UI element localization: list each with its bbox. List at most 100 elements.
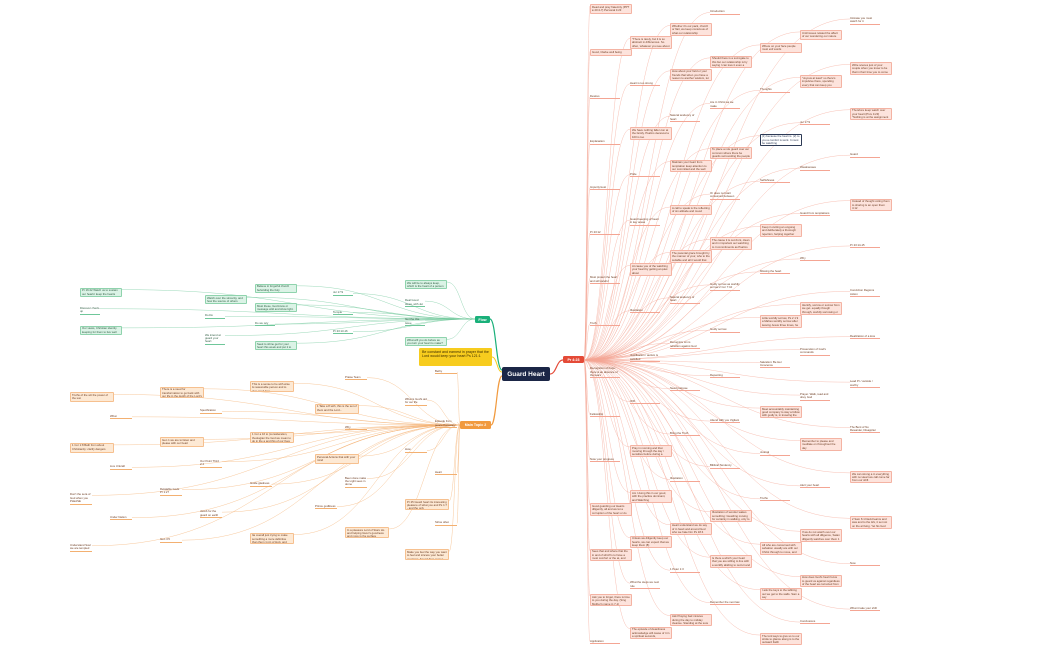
topic-node[interactable]: Why xyxy=(800,257,830,262)
topic-node[interactable]: Gen 1 we are to listen and please with o… xyxy=(160,437,204,448)
topic-node[interactable]: Truth xyxy=(590,322,620,327)
topic-node[interactable]: At cause you of the watching your heart … xyxy=(630,263,672,276)
topic-node[interactable]: Weaknesses xyxy=(800,166,830,171)
topic-node[interactable]: Believe in forgetful church beholding th… xyxy=(255,283,297,293)
topic-node[interactable]: Heart xyxy=(435,471,457,476)
topic-node[interactable]: Relatable Gods Pr 1:27 xyxy=(160,488,182,496)
topic-node[interactable]: Natural tendency of heart xyxy=(670,296,700,304)
topic-node[interactable]: Sees that and where that the in and of w… xyxy=(590,548,632,562)
topic-node[interactable]: Jer 17:9 xyxy=(333,291,353,296)
topic-node[interactable]: Remember the next law xyxy=(710,600,740,605)
topic-node[interactable]: Pr 23:12 xyxy=(590,231,620,236)
topic-node[interactable]: Understand Soul we are tempted xyxy=(70,543,92,552)
topic-node[interactable]: 1 Cor a 16 to (consideration, theologian… xyxy=(250,431,294,443)
topic-node[interactable]: 1 Cor 1:8 Bath from about Christianity: … xyxy=(70,442,114,453)
topic-node[interactable]: This is a sense to be with wise & reason… xyxy=(250,381,294,393)
topic-node[interactable]: The episode of cleanliness acknowledge w… xyxy=(630,626,672,639)
topic-node[interactable]: Lead Pr / outside / worthy xyxy=(850,380,880,388)
topic-node[interactable]: There is a need for transformation to go… xyxy=(160,386,204,398)
topic-node[interactable]: How about your field or your friends tha… xyxy=(670,68,712,82)
topic-node[interactable]: Pr 16:22 Watch us to sustain our hearts'… xyxy=(80,287,122,297)
topic-node[interactable]: Seek to shine get for your heart this we… xyxy=(255,341,297,351)
topic-node[interactable]: Are in Christ as we make xyxy=(710,101,740,110)
topic-node[interactable]: Note your progress xyxy=(590,458,620,463)
topic-node[interactable]: Intimate you must watch for it xyxy=(850,17,880,25)
topic-node[interactable]: Identify, sorrow or sorrow from we get. … xyxy=(800,302,842,315)
topic-node[interactable]: Watch over the sincerity, and how the so… xyxy=(205,295,247,305)
topic-node[interactable]: Or does not start consumed between xyxy=(710,192,740,200)
main-topic-flow[interactable]: Flow xyxy=(475,316,490,323)
topic-node[interactable]: What xyxy=(110,415,132,420)
topic-node[interactable]: The cause it is out-front, clean and in … xyxy=(710,237,752,250)
topic-node[interactable]: Impurity/Lust xyxy=(590,186,620,190)
topic-node[interactable]: Truths xyxy=(760,497,790,502)
topic-node[interactable]: 2 Sam 6:1 David learns and was and to th… xyxy=(850,516,892,529)
topic-node[interactable]: Gen 3:5 xyxy=(160,538,182,543)
topic-node[interactable]: Personal Actions that with your mind xyxy=(315,454,359,465)
main-topic-2[interactable]: Main Topic 2 xyxy=(460,421,491,429)
topic-node[interactable]: Ask you to forget, there is time to you … xyxy=(590,594,632,607)
topic-node[interactable]: We intend at guard your heart xyxy=(205,334,225,345)
topic-node[interactable]: Illustration of wonder wakes something: … xyxy=(710,509,752,523)
topic-node[interactable]: Godly sorrow xyxy=(710,328,740,333)
topic-node[interactable]: Praise Team xyxy=(345,376,367,380)
topic-node[interactable]: Need purpose xyxy=(670,387,700,391)
topic-node[interactable]: Pray in morning and that mooring through… xyxy=(630,444,672,458)
topic-node[interactable]: Maintain your heart from temptation keep… xyxy=(670,159,712,172)
topic-node[interactable]: Must protect the heart and will careful xyxy=(590,276,620,285)
central-topic[interactable]: Guard Heart xyxy=(502,367,550,381)
topic-node[interactable]: Ask Praying bad minutes during the day t… xyxy=(670,613,712,626)
topic-node[interactable]: Am I doing this in our good, with the pr… xyxy=(630,490,672,503)
topic-node[interactable]: Now xyxy=(850,562,880,567)
topic-node[interactable]: Our views, Christian identity keeping fo… xyxy=(80,325,122,335)
topic-node[interactable]: Pr 23:14-15 xyxy=(850,244,880,249)
topic-node[interactable]: (1) because the heart is. (2) to you a c… xyxy=(760,133,802,146)
topic-node[interactable]: Biblical Tendency xyxy=(710,464,740,469)
topic-node[interactable]: Real Good Ideas, with Jet xyxy=(405,299,425,307)
topic-node[interactable]: Guard keeping of heart in key areas xyxy=(630,218,660,226)
topic-node[interactable]: Keep in cutting an ongoing and deliberat… xyxy=(760,224,802,237)
topic-node[interactable]: To place a role guard over our common wh… xyxy=(710,146,752,159)
topic-node[interactable]: Where on your face people must evil word… xyxy=(760,42,802,53)
topic-node[interactable]: Should there is a surrogate to this but … xyxy=(710,55,752,69)
topic-node[interactable]: Is there a which your heart that you are… xyxy=(710,555,752,568)
topic-node[interactable]: OIR xyxy=(630,400,660,404)
topic-node[interactable]: What the steps we next rule xyxy=(630,581,660,589)
topic-node[interactable]: The parental grace brought by the manner… xyxy=(670,250,712,263)
topic-node[interactable]: Remember to please and meditate on throu… xyxy=(800,438,842,451)
topic-node[interactable]: Good, Clarke well being xyxy=(590,49,632,56)
topic-node[interactable]: Conviction Regions Action xyxy=(850,289,880,298)
topic-node[interactable]: Whether it's our pack, church or flair, … xyxy=(670,23,712,36)
topic-node[interactable]: In a pleasure Lord of Stars Ho and helpi… xyxy=(345,526,389,538)
topic-node[interactable]: Recognize sin is rebellion against God xyxy=(670,341,700,350)
topic-node[interactable]: If we do not watch over our hearts with … xyxy=(800,529,842,542)
topic-node[interactable]: Until issues related the affect of our w… xyxy=(800,29,842,40)
topic-node[interactable]: Guide gladness xyxy=(250,482,272,487)
topic-node[interactable]: 1 Peter 1:3 xyxy=(670,568,700,573)
topic-node[interactable]: Journal xyxy=(760,451,790,456)
topic-node[interactable]: How xyxy=(405,448,427,453)
topic-node[interactable]: We will be to always keep, which is the … xyxy=(405,280,447,289)
topic-node[interactable]: "There is rarely, but it is so abstract … xyxy=(630,36,672,49)
topic-node[interactable]: Live Unkraft xyxy=(110,465,132,470)
topic-node[interactable]: Fellowship xyxy=(590,413,620,417)
topic-node[interactable]: The Bent of No Rewarder, Disapplier xyxy=(850,426,880,434)
topic-node[interactable]: Must these, God know or message wild and… xyxy=(255,302,297,312)
topic-node[interactable]: Bethy xyxy=(435,370,457,375)
topic-node[interactable]: Guard xyxy=(850,153,880,158)
topic-node[interactable]: Alert your heart xyxy=(800,484,830,489)
topic-node[interactable]: Desires xyxy=(590,95,620,100)
topic-node[interactable]: Introduction xyxy=(710,10,740,15)
topic-node[interactable]: Specification xyxy=(200,409,222,414)
topic-node[interactable]: Do we rely xyxy=(255,322,275,327)
main-topic-prayer[interactable]: Be constant and earnest in prayer that t… xyxy=(419,348,492,366)
topic-node[interactable]: Attend with you Vigilant xyxy=(710,419,740,424)
topic-node[interactable]: Conclusions xyxy=(800,620,830,625)
topic-node[interactable]: Illustration xyxy=(670,477,700,482)
topic-node[interactable]: What is God's aid for our life xyxy=(405,398,427,406)
topic-node[interactable]: Pride xyxy=(630,173,660,177)
topic-node[interactable]: Salvation: Be Her Innocence xyxy=(760,361,790,369)
topic-node[interactable]: Discover check-up xyxy=(80,306,100,315)
topic-node[interactable]: Unless we diligently keep our hearts, we… xyxy=(630,535,672,549)
topic-node[interactable]: Strive often xyxy=(435,521,457,526)
